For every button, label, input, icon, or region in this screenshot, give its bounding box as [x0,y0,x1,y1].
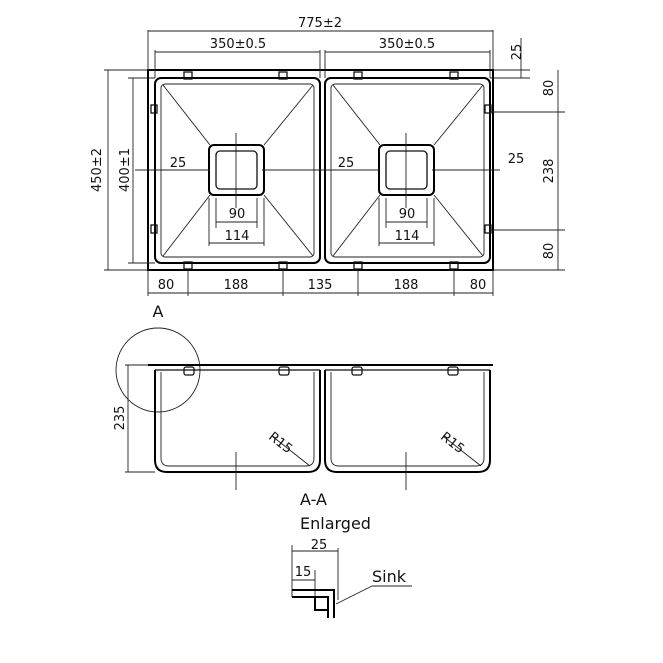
detail-title-line1: A-A [300,490,327,509]
right-bottom-80-text: 80 [542,243,557,260]
left-drain [208,133,265,208]
left-bowl-section [154,370,321,473]
right-top-80-text: 80 [542,80,557,97]
detail-view: A-A Enlarged 25 15 Sink [291,490,412,618]
bottom-135-text: 135 [308,278,333,293]
bottom-80-right-text: 80 [470,278,487,293]
bowl-depth-text: 400±1 [118,148,133,192]
bottom-188-left-text: 188 [224,278,249,293]
right-radius-text: R15 [437,429,466,457]
left-drain-114-text: 114 [225,229,250,244]
dimension-left-side: 450±2 400±1 [90,69,155,271]
right-drain-dimensions: 90 114 [378,198,435,246]
mounting-clips [150,71,492,270]
bottom-188-right-text: 188 [394,278,419,293]
detail-title-line2: Enlarged [300,514,371,533]
dimension-bottom-chain: 80 188 135 188 80 [147,270,494,296]
right-bowl-width-text: 350±0.5 [379,37,435,52]
left-bowl-outline [154,77,321,264]
right-drain [378,133,435,208]
top-offset-text: 25 [510,44,525,61]
sink-label: Sink [372,567,407,586]
overall-depth-text: 450±2 [90,148,105,192]
section-height-text: 235 [113,406,128,431]
left-radius-text: R15 [265,429,294,457]
drain-offset-left-text: 25 [170,156,187,171]
drain-offset-right-text: 25 [508,152,525,167]
dimension-overall-width: 775±2 [147,16,494,70]
section-view: A 235 R15 R15 [113,302,493,490]
detail-width-15-text: 15 [295,565,312,580]
dimension-right-bowl-width: 350±0.5 [324,37,491,78]
right-drain-90-text: 90 [399,207,416,222]
bottom-80-left-text: 80 [158,278,175,293]
overall-width-text: 775±2 [298,16,342,31]
right-bowl-outline [324,77,491,264]
detail-width-25-text: 25 [311,538,328,553]
right-bowl-section [324,370,491,473]
left-drain-dimensions: 90 114 [208,198,265,246]
left-bowl-width-text: 350±0.5 [210,37,266,52]
sink-edge-profile [292,589,335,618]
right-bowl-slope-lines [330,83,485,258]
drain-offset-center-text: 25 [338,156,355,171]
right-mid-238-text: 238 [542,159,557,184]
left-drain-90-text: 90 [229,207,246,222]
left-bowl-slope-lines [160,83,315,258]
right-drain-114-text: 114 [395,229,420,244]
dimension-right-side: 25 80 238 80 [490,38,565,271]
detail-marker-label: A [153,302,164,321]
plan-view: 775±2 350±0.5 350±0.5 25 80 238 [90,16,565,296]
dimension-left-bowl-width: 350±0.5 [154,37,321,78]
